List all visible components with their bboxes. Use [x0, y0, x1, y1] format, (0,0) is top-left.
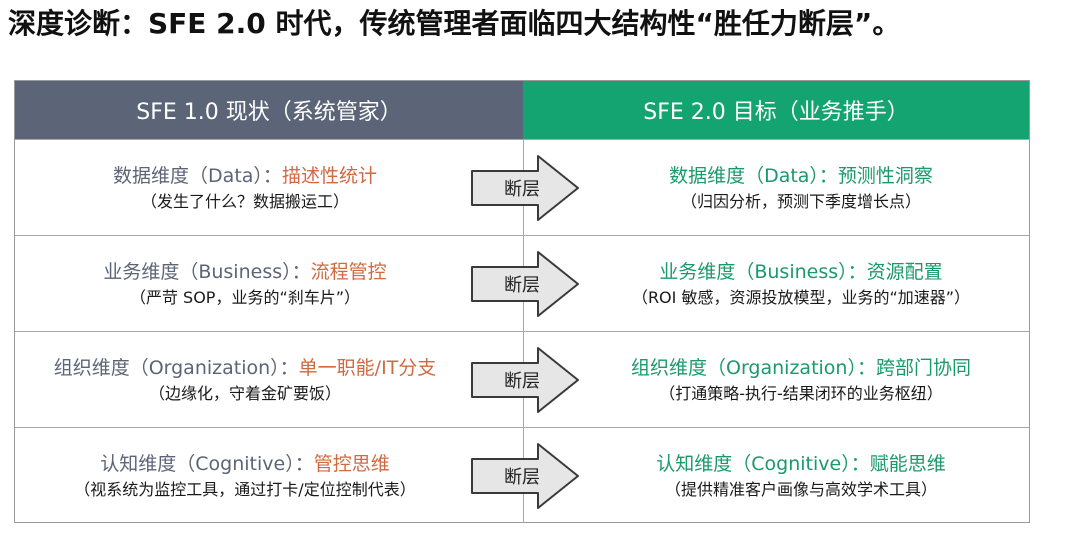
header-sfe-2: SFE 2.0 目标（业务推手）: [523, 81, 1029, 139]
table-row: 业务维度（Business）：流程管控 （严苛 SOP，业务的“刹车片”） 断层…: [15, 235, 1029, 331]
current-state-description: （发生了什么？数据搬运工）: [140, 191, 349, 211]
target-state-cell: 认知维度（Cognitive）：赋能思维 （提供精准客户画像与高效学术工具）: [575, 428, 1027, 523]
current-state-heading: 数据维度（Data）：描述性统计: [113, 162, 377, 190]
table-row: 数据维度（Data）：描述性统计 （发生了什么？数据搬运工） 断层 数据维度（D…: [15, 139, 1029, 235]
header-sfe-1: SFE 1.0 现状（系统管家）: [15, 81, 523, 139]
gap-label: 断层: [504, 275, 540, 296]
gap-arrow: 断层: [470, 346, 580, 414]
gap-label: 断层: [504, 467, 540, 488]
target-state-cell: 业务维度（Business）：资源配置 （ROI 敏感，资源投放模型，业务的“加…: [575, 236, 1027, 331]
target-state-description: （打通策略-执行-结果闭环的业务枢纽）: [659, 383, 943, 403]
right-arrow-icon: [471, 347, 579, 413]
dimension-label: 业务维度（Business）: [103, 260, 292, 283]
current-state-description: （严苛 SOP，业务的“刹车片”）: [129, 287, 361, 307]
right-arrow-icon: [471, 251, 579, 317]
target-state-description: （归因分析，预测下季度增长点）: [680, 191, 921, 211]
target-state-heading: 认知维度（Cognitive）：赋能思维: [656, 452, 946, 475]
separator: ：: [294, 452, 314, 475]
target-state-cell: 组织维度（Organization）：跨部门协同 （打通策略-执行-结果闭环的业…: [575, 332, 1027, 427]
current-state-description: （边缘化，守着金矿要饭）: [148, 383, 341, 403]
target-state-description: （提供精准客户画像与高效学术工具）: [664, 479, 937, 499]
dimension-label: 认知维度（Cognitive）: [100, 452, 295, 475]
separator: ：: [291, 260, 311, 283]
current-state-value: 管控思维: [313, 452, 390, 475]
current-state-heading: 认知维度（Cognitive）：管控思维: [100, 450, 389, 478]
target-state-heading: 组织维度（Organization）：跨部门协同: [631, 356, 971, 379]
right-arrow-icon: [471, 443, 579, 509]
gap-label: 断层: [504, 371, 540, 392]
dimension-label: 组织维度（Organization）: [53, 356, 280, 379]
page-title: 深度诊断：SFE 2.0 时代，传统管理者面临四大结构性“胜任力断层”。: [8, 7, 901, 40]
separator: ：: [262, 164, 282, 187]
current-state-value: 流程管控: [310, 260, 387, 283]
target-state-description: （ROI 敏感，资源投放模型，业务的“加速器”）: [631, 287, 971, 307]
current-state-cell: 数据维度（Data）：描述性统计 （发生了什么？数据搬运工）: [15, 140, 475, 235]
dimension-label: 数据维度（Data）: [113, 164, 263, 187]
table-row: 组织维度（Organization）：单一职能/IT分支 （边缘化，守着金矿要饭…: [15, 331, 1029, 427]
target-state-heading: 业务维度（Business）：资源配置: [659, 260, 943, 283]
target-state-heading: 数据维度（Data）：预测性洞察: [669, 164, 933, 187]
table-row: 认知维度（Cognitive）：管控思维 （视系统为监控工具，通过打卡/定位控制…: [15, 427, 1029, 523]
current-state-heading: 业务维度（Business）：流程管控: [103, 258, 386, 286]
current-state-cell: 组织维度（Organization）：单一职能/IT分支 （边缘化，守着金矿要饭…: [15, 332, 475, 427]
current-state-value: 描述性统计: [281, 164, 377, 187]
current-state-description: （视系统为监控工具，通过打卡/定位控制代表）: [74, 479, 416, 499]
gap-arrow: 断层: [470, 250, 580, 318]
right-arrow-icon: [471, 155, 579, 221]
current-state-value: 单一职能/IT分支: [298, 356, 437, 379]
target-state-cell: 数据维度（Data）：预测性洞察 （归因分析，预测下季度增长点）: [575, 140, 1027, 235]
current-state-cell: 认知维度（Cognitive）：管控思维 （视系统为监控工具，通过打卡/定位控制…: [15, 428, 475, 523]
current-state-heading: 组织维度（Organization）：单一职能/IT分支: [54, 354, 437, 382]
gap-label: 断层: [504, 179, 540, 200]
gap-arrow: 断层: [470, 154, 580, 222]
comparison-table: SFE 1.0 现状（系统管家） SFE 2.0 目标（业务推手） 数据维度（D…: [14, 80, 1030, 523]
gap-arrow: 断层: [470, 442, 580, 510]
current-state-cell: 业务维度（Business）：流程管控 （严苛 SOP，业务的“刹车片”）: [15, 236, 475, 331]
separator: ：: [279, 356, 299, 379]
